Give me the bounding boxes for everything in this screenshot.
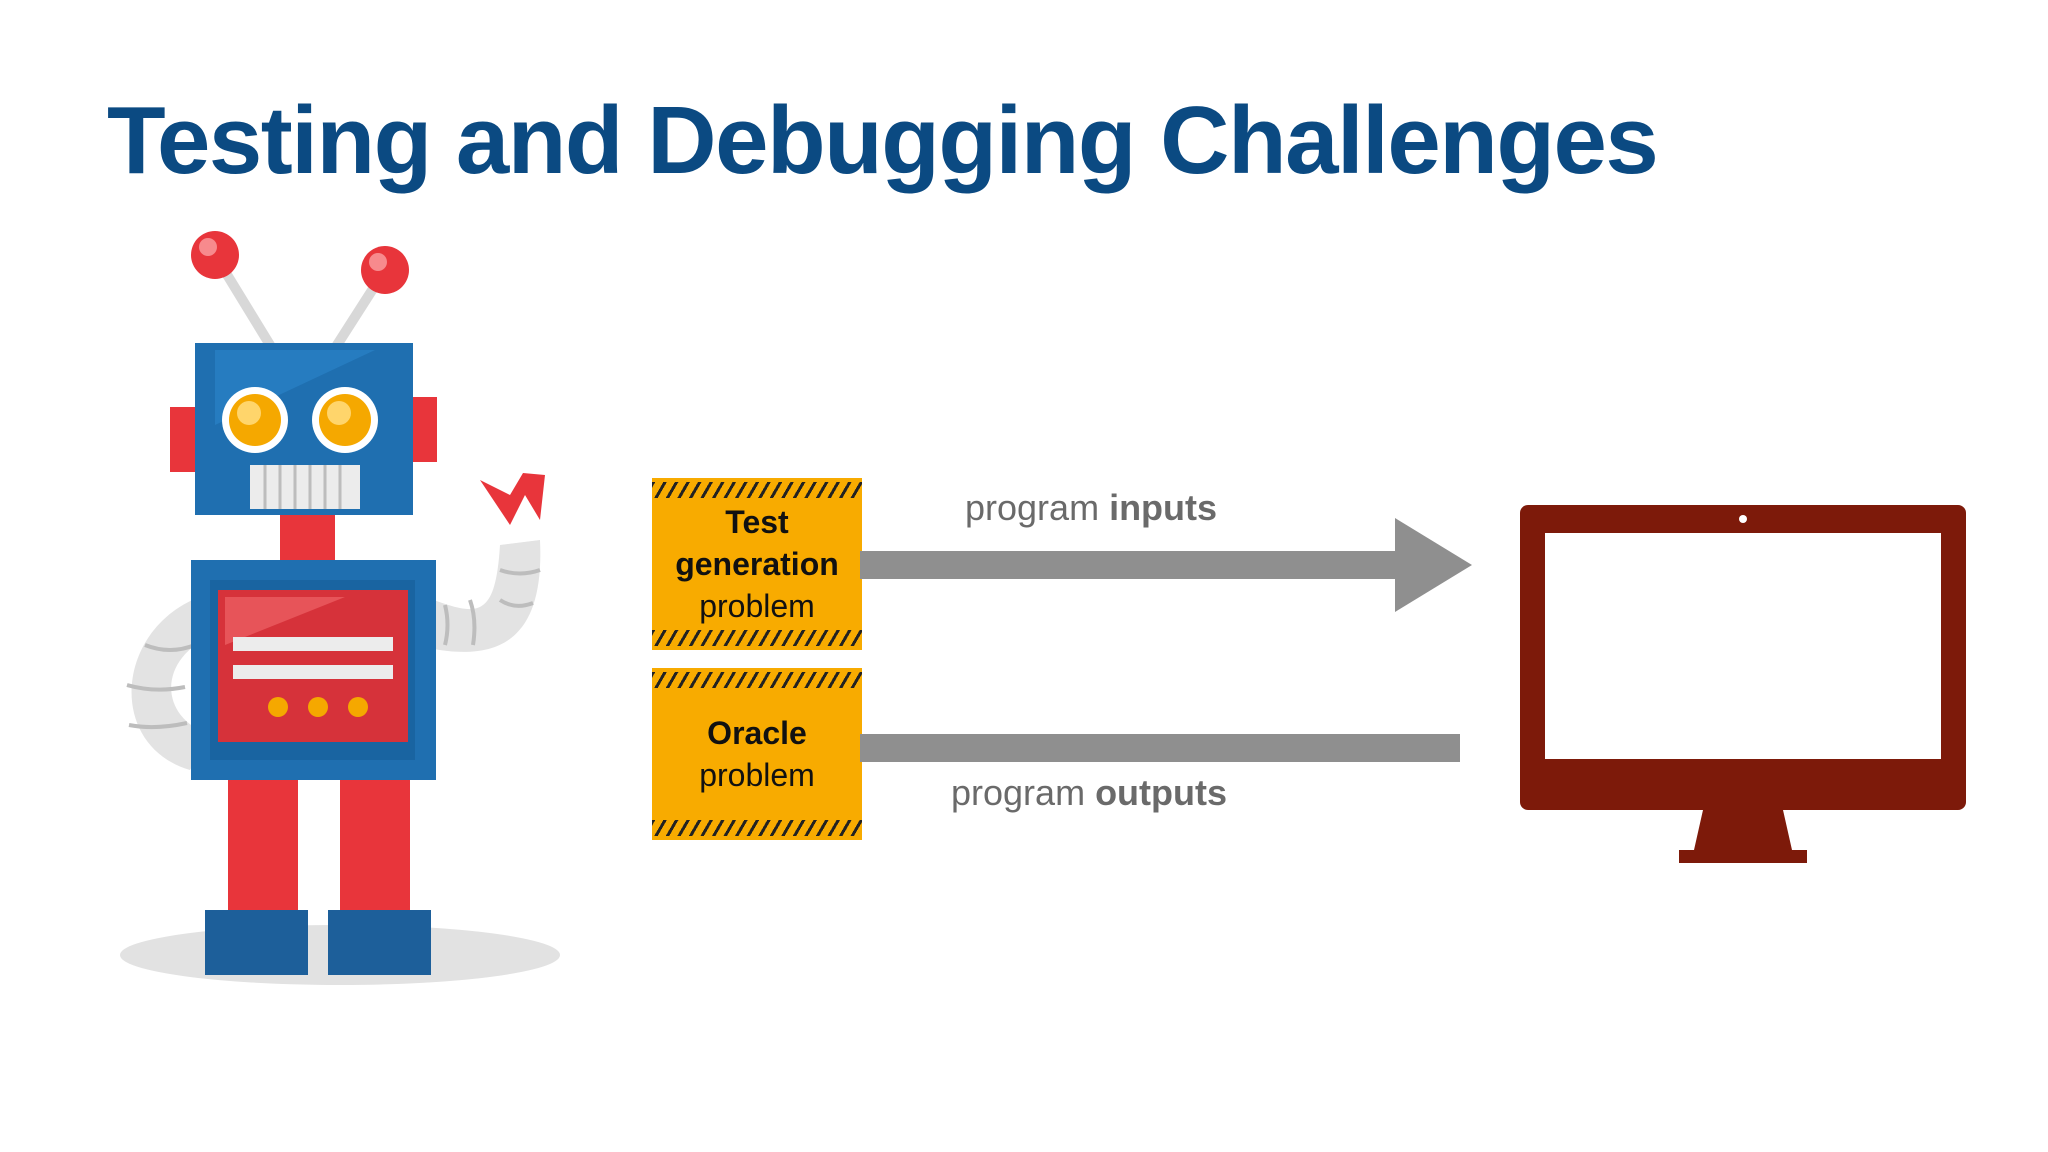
- program-inputs-prefix: program: [965, 487, 1110, 528]
- program-outputs-prefix: program: [951, 772, 1096, 813]
- test-generation-line2: generation: [675, 546, 839, 582]
- oracle-problem-label: Oracle problem: [699, 712, 815, 796]
- oracle-line1: Oracle: [707, 715, 807, 751]
- program-outputs-label: program outputs: [951, 772, 1227, 814]
- inputs-arrow-icon: [860, 518, 1472, 612]
- hazard-stripe-bottom: [652, 630, 862, 646]
- oracle-line2: problem: [699, 757, 815, 793]
- outputs-bar: [860, 734, 1460, 762]
- test-generation-problem-box: Test generation problem: [652, 478, 862, 650]
- test-generation-problem-label: Test generation problem: [675, 501, 839, 627]
- program-outputs-bold: outputs: [1095, 772, 1228, 813]
- test-generation-line3: problem: [699, 588, 815, 624]
- test-generation-line1: Test: [725, 504, 789, 540]
- slide-title: Testing and Debugging Challenges: [107, 87, 1659, 194]
- robot-icon: [120, 231, 560, 985]
- oracle-problem-box: Oracle problem: [652, 668, 862, 840]
- computer-monitor-icon: [1520, 505, 1966, 863]
- hazard-stripe-top: [652, 672, 862, 688]
- hazard-stripe-bottom: [652, 820, 862, 836]
- program-inputs-label: program inputs: [965, 487, 1217, 529]
- program-inputs-bold: inputs: [1109, 487, 1218, 528]
- hazard-stripe-top: [652, 482, 862, 498]
